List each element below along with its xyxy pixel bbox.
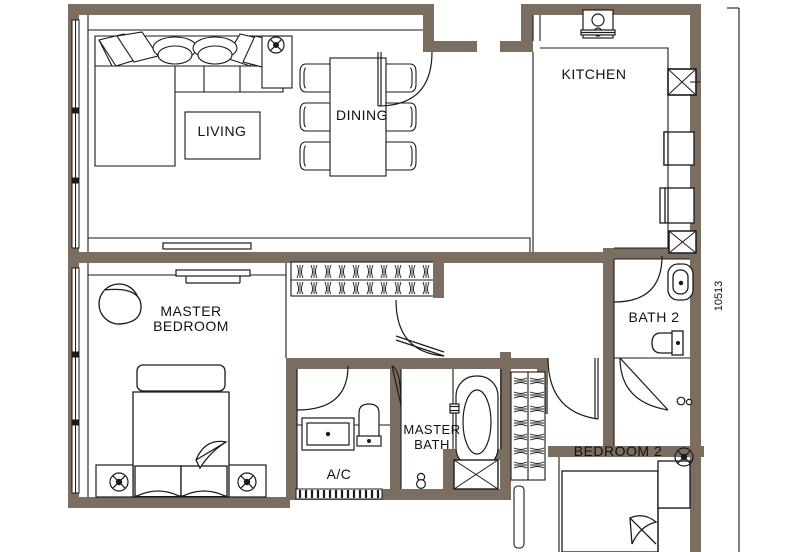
room-label-bedroom-2: BEDROOM 2 — [574, 443, 663, 459]
room-label-ac-ledge: A/C — [327, 466, 352, 482]
dimension-label-overall-height: 10513 — [713, 281, 725, 312]
washer-icon — [668, 230, 697, 254]
room-label-living: LIVING — [198, 123, 247, 139]
bath2-basin-icon — [667, 263, 694, 301]
ac-ledge-louvres — [295, 488, 383, 500]
master-bed — [132, 364, 230, 498]
wardrobe-master-icon — [290, 261, 440, 297]
room-label-kitchen: KITCHEN — [562, 66, 627, 82]
corridor-door-swing — [547, 357, 599, 420]
lounge-chair-master — [98, 283, 142, 325]
cooking-hob-icon — [667, 68, 700, 96]
master-bath-door-swing — [296, 365, 349, 411]
room-labels: LIVING DINING KITCHEN MASTER BEDROOM MAS… — [153, 66, 679, 482]
living-ledge-detail — [162, 242, 252, 250]
room-label-master-bath-line1: MASTER — [403, 422, 460, 437]
wardrobe-corridor-icon — [510, 371, 546, 549]
bathtub-icon — [449, 375, 499, 469]
master-bath-toilet-icon — [356, 403, 382, 447]
ceiling-fan-icon-bed-left — [109, 472, 129, 492]
window-left-glazing — [71, 19, 80, 494]
ceiling-fan-icon-living — [267, 36, 285, 54]
ceiling-fan-icon-bed-right — [237, 472, 257, 492]
dimension-line-overall-height — [727, 7, 740, 552]
oven-icon — [663, 131, 695, 166]
wall-group — [68, 4, 704, 552]
room-label-master-bath-line2: BATH — [414, 437, 450, 452]
master-bath-shower-head-icon — [416, 472, 427, 490]
bedside-table-left — [95, 464, 134, 498]
sofa-sectional — [94, 31, 284, 167]
living-label-box — [184, 111, 261, 160]
room-label-bath-2: BATH 2 — [629, 309, 680, 325]
dining-set — [299, 57, 417, 177]
ceiling-fan-icon-bedroom2 — [674, 447, 694, 467]
bath2-door-swing — [613, 255, 669, 411]
bedroom-ledge-detail — [175, 269, 251, 284]
wardrobe-end-wall — [433, 258, 444, 298]
master-bath-basin-icon — [301, 417, 355, 451]
bath2-toilet-icon — [651, 330, 684, 356]
room-label-dining: DINING — [336, 107, 388, 123]
refrigerator-icon — [659, 187, 695, 224]
kitchen-door-swing — [377, 51, 433, 107]
master-bath-inner-door — [391, 365, 402, 406]
bedroom2-bed — [561, 460, 691, 552]
master-bedroom-door-swing — [395, 299, 445, 357]
kitchen-sink-icon — [580, 9, 616, 39]
master-shower-tray-icon — [453, 459, 499, 490]
dimension-label-group: 10513 — [713, 281, 725, 312]
room-label-master-bedroom-line2: BEDROOM — [153, 318, 229, 334]
room-label-master-bedroom-line1: MASTER — [160, 303, 221, 319]
bath2-shower-head-icon — [676, 396, 693, 406]
